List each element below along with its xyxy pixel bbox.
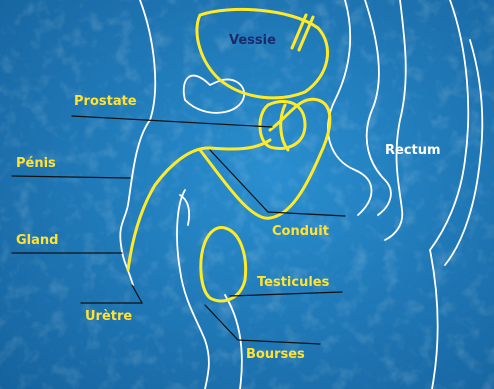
label-gland: Gland [16,233,58,248]
label-bourses: Bourses [246,347,305,362]
label-penis: Pénis [16,156,56,171]
label-rectum: Rectum [385,143,441,158]
label-conduit: Conduit [272,224,329,239]
label-vessie: Vessie [229,33,276,48]
label-uretre: Urètre [85,309,132,324]
label-prostate: Prostate [74,94,137,109]
label-testicules: Testicules [257,275,329,290]
